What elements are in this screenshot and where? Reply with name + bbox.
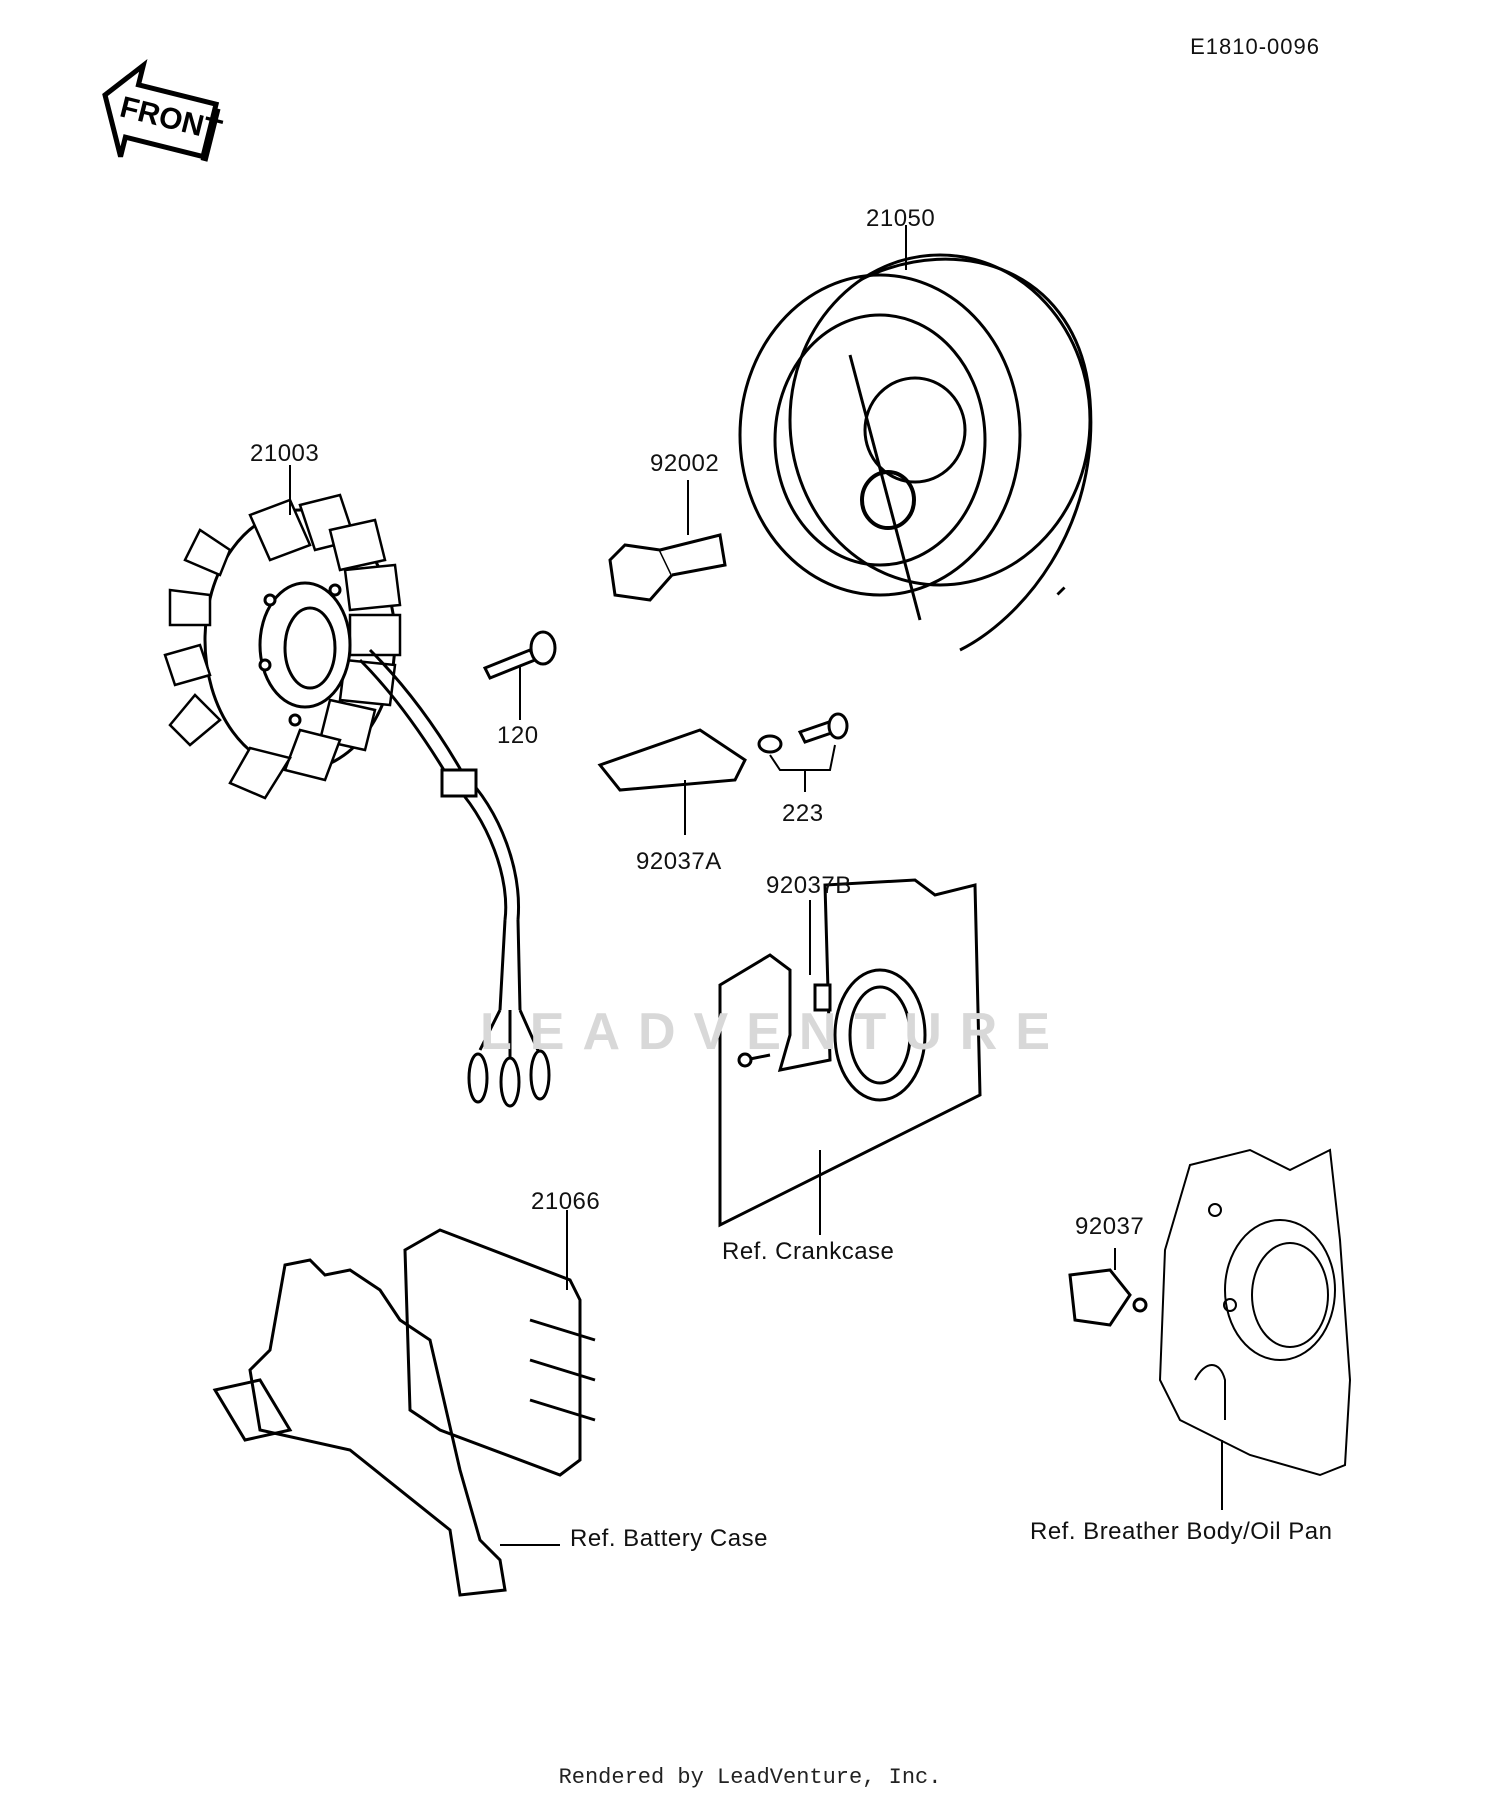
ref-battery-case-label: Ref. Battery Case — [570, 1525, 768, 1552]
screw-120 — [482, 630, 557, 720]
part-label-92037: 92037 — [1075, 1213, 1145, 1240]
part-label-21050: 21050 — [866, 205, 936, 232]
bolt-92002 — [608, 480, 727, 602]
breather-oil-pan-reference — [1068, 1148, 1352, 1510]
diagram-code: E1810-0096 — [1190, 34, 1320, 59]
battery-case-reference — [212, 1258, 560, 1597]
part-label-223: 223 — [782, 800, 824, 827]
watermark: LEADVENTURE — [480, 1003, 1069, 1061]
front-arrow-icon: FRONT — [102, 59, 225, 162]
ref-crankcase-label: Ref. Crankcase — [722, 1238, 895, 1265]
rotor-21050 — [738, 225, 1093, 652]
footer-credit: Rendered by LeadVenture, Inc. — [558, 1765, 942, 1790]
stator-21003 — [163, 465, 402, 800]
plate-92037A — [597, 728, 747, 835]
crankcase-reference — [718, 878, 982, 1235]
part-label-120: 120 — [497, 722, 539, 749]
part-label-92037A: 92037A — [636, 848, 722, 875]
screw-washer-223 — [757, 712, 849, 792]
part-label-21066: 21066 — [531, 1188, 601, 1215]
part-label-92002: 92002 — [650, 450, 720, 477]
part-label-92037B: 92037B — [766, 872, 852, 899]
regulator-21066 — [403, 1210, 596, 1477]
stator-wire-harness — [358, 648, 551, 1108]
part-label-21003: 21003 — [250, 440, 320, 467]
ref-breather-label: Ref. Breather Body/Oil Pan — [1030, 1518, 1333, 1545]
